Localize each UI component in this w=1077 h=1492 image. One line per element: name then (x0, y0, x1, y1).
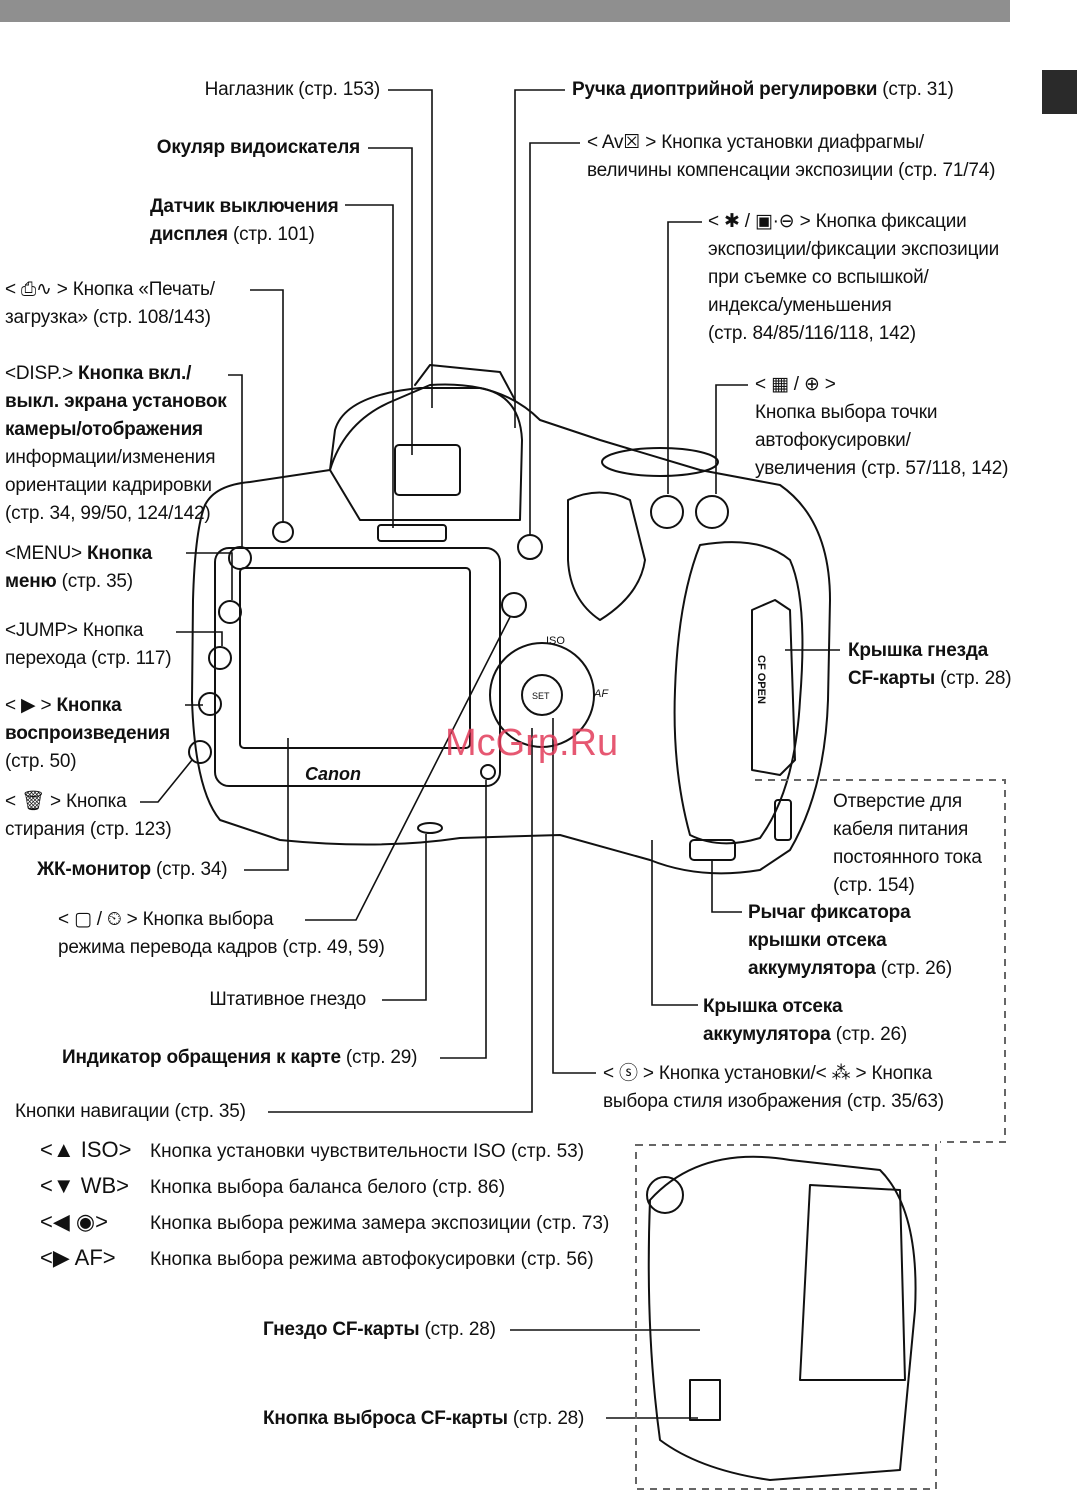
label-access-lamp: Индикатор обращения к карте (стр. 29) (62, 1047, 418, 1068)
camera-brand-text: Canon (305, 764, 361, 784)
thumb-rest (567, 491, 646, 621)
nav-item-af: <▶ AF>Кнопка выбора режима автофокусиров… (40, 1245, 594, 1270)
av-button-shape (517, 534, 543, 560)
display-off-sensor (377, 524, 447, 542)
play-button-shape (198, 692, 222, 716)
dc-dashed-outline (755, 779, 1006, 1143)
nav-item-iso: <▲ ISO>Кнопка установки чувствительности… (40, 1137, 585, 1162)
cross-keys-pad (489, 642, 595, 748)
af-point-button-shape (695, 495, 729, 529)
cf-door-outline (751, 599, 796, 776)
inset-cf-door (799, 1184, 906, 1381)
top-header-bar (0, 0, 1010, 22)
main-dial (601, 447, 719, 477)
label-print: < ⎙∿ > Кнопка «Печать/загрузка» (стр. 10… (5, 279, 215, 328)
eyecup-outline (329, 387, 523, 521)
label-tripod: Штативное гнездо (209, 989, 366, 1010)
inset-dashed-frame (635, 1144, 937, 1490)
nav-item-metering: <◀ ◉>Кнопка выбора режима замера экспози… (40, 1209, 610, 1234)
dc-port (774, 799, 792, 841)
print-button-shape (272, 521, 294, 543)
tripod-socket (417, 822, 443, 834)
set-button-shape (521, 674, 563, 716)
label-diopter: Ручка диоптрийной регулировки (стр. 31) (572, 79, 954, 100)
eyepiece-window (394, 444, 461, 496)
watermark-text: McGrp.Ru (445, 722, 619, 764)
lcd-monitor-screen (239, 567, 471, 749)
inset-button (646, 1176, 684, 1214)
label-cf-slot: Гнездо CF-карты (стр. 28) (263, 1319, 496, 1340)
label-av: < Av☒ > Кнопка установки диафрагмы/велич… (587, 132, 996, 181)
label-cf-eject: Кнопка выброса CF-карты (стр. 28) (263, 1408, 585, 1429)
cf-open-text: CF OPEN (755, 655, 767, 704)
label-viewfinder: Окуляр видоискателя (156, 137, 360, 158)
ae-lock-button-shape (650, 495, 684, 529)
set-text: SET (532, 691, 550, 701)
inset-cf-slot (647, 1155, 917, 1481)
label-nav-buttons: Кнопки навигации (стр. 35) (15, 1101, 246, 1122)
inset-eject-button (689, 1379, 721, 1421)
nav-item-wb: <▼ WB>Кнопка выбора баланса белого (стр.… (40, 1173, 506, 1198)
eyecup-top (414, 364, 516, 401)
access-lamp-shape (480, 764, 496, 780)
section-tab-marker (1042, 70, 1077, 114)
jump-button-shape (208, 646, 232, 670)
camera-body-outline (191, 383, 831, 875)
disp-button-shape (228, 546, 252, 570)
label-disp: <DISP.> Кнопка вкл./выкл. экрана установ… (5, 363, 227, 524)
label-lcd: ЖК-монитор (стр. 34) (37, 859, 228, 880)
af-text: AF (593, 688, 609, 700)
grip-outline (673, 541, 804, 845)
iso-text: ISO (546, 635, 565, 647)
menu-button-shape (218, 600, 242, 624)
drive-button-shape (501, 592, 527, 618)
erase-button-shape (188, 740, 212, 764)
label-eyecup: Наглазник (стр. 153) (204, 79, 381, 100)
